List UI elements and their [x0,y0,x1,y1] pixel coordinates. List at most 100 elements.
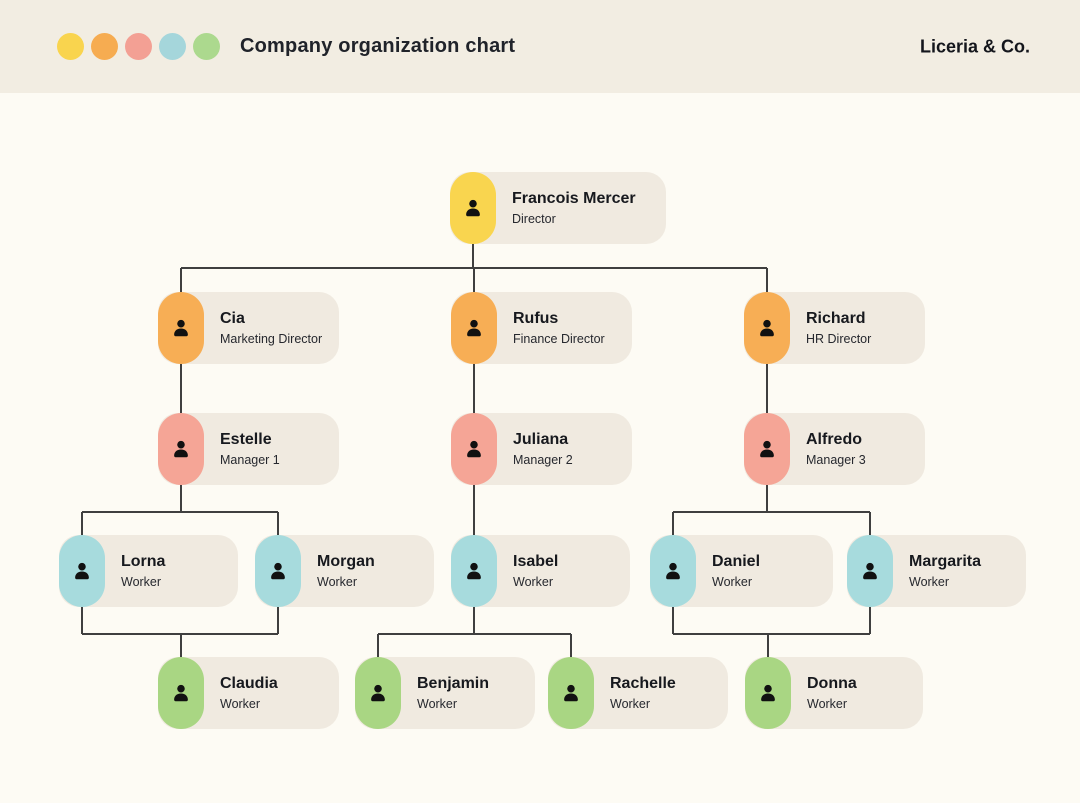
person-icon-pill [451,413,497,485]
page-title: Company organization chart [240,35,516,57]
member-name: Rufus [513,309,559,327]
person-icon [371,684,385,702]
person-icon-pill [744,413,790,485]
person-icon-pill [255,535,301,607]
member-role: Worker [610,696,651,711]
person-icon-pill [650,535,696,607]
person-icon [271,562,285,580]
person-icon-pill [548,657,594,729]
person-icon-pill [158,413,204,485]
person-icon [467,319,481,337]
member-name: Margarita [909,552,982,570]
member-name: Lorna [121,552,166,570]
member-name: Juliana [513,430,569,448]
dot-icon [125,33,152,60]
person-icon [666,562,680,580]
person-icon-pill [450,172,496,244]
dot-icon [57,33,84,60]
person-icon [863,562,877,580]
person-icon-pill [744,292,790,364]
member-name: Claudia [220,674,278,692]
member-role: Worker [317,574,358,589]
brand-name: Liceria & Co. [919,36,1030,56]
person-icon [467,562,481,580]
member-name: Donna [807,674,857,692]
person-icon-pill [847,535,893,607]
person-icon [174,440,188,458]
member-role: Worker [121,574,162,589]
person-icon [761,684,775,702]
member-role: Worker [807,696,848,711]
dot-icon [193,33,220,60]
member-role: Finance Director [513,331,605,346]
member-role: Worker [712,574,753,589]
member-role: Manager 1 [220,452,280,467]
member-role: Worker [220,696,261,711]
member-name: Alfredo [806,430,862,448]
member-name: Richard [806,309,866,327]
member-role: Worker [513,574,554,589]
person-icon [760,440,774,458]
header-bar: Company organization chart Liceria & Co. [0,0,1080,93]
person-icon [174,319,188,337]
member-name: Cia [220,309,245,327]
person-icon [467,440,481,458]
member-role: Manager 2 [513,452,573,467]
person-icon-pill [745,657,791,729]
person-icon-pill [158,292,204,364]
person-icon-pill [158,657,204,729]
person-icon [564,684,578,702]
member-name: Isabel [513,552,559,570]
person-icon [760,319,774,337]
connector-lines [81,244,871,657]
member-name: Morgan [317,552,375,570]
person-icon [466,199,480,217]
member-role: Worker [417,696,458,711]
member-role: Marketing Director [220,331,323,346]
member-role: Worker [909,574,950,589]
member-name: Benjamin [417,674,490,692]
person-icon-pill [355,657,401,729]
member-name: Rachelle [610,674,676,692]
member-name: Francois Mercer [512,189,636,207]
member-role: Manager 3 [806,452,866,467]
person-icon [174,684,188,702]
person-icon-pill [451,535,497,607]
member-name: Daniel [712,552,761,570]
person-icon [75,562,89,580]
person-icon-pill [451,292,497,364]
dot-icon [159,33,186,60]
decorative-dots [57,33,220,60]
